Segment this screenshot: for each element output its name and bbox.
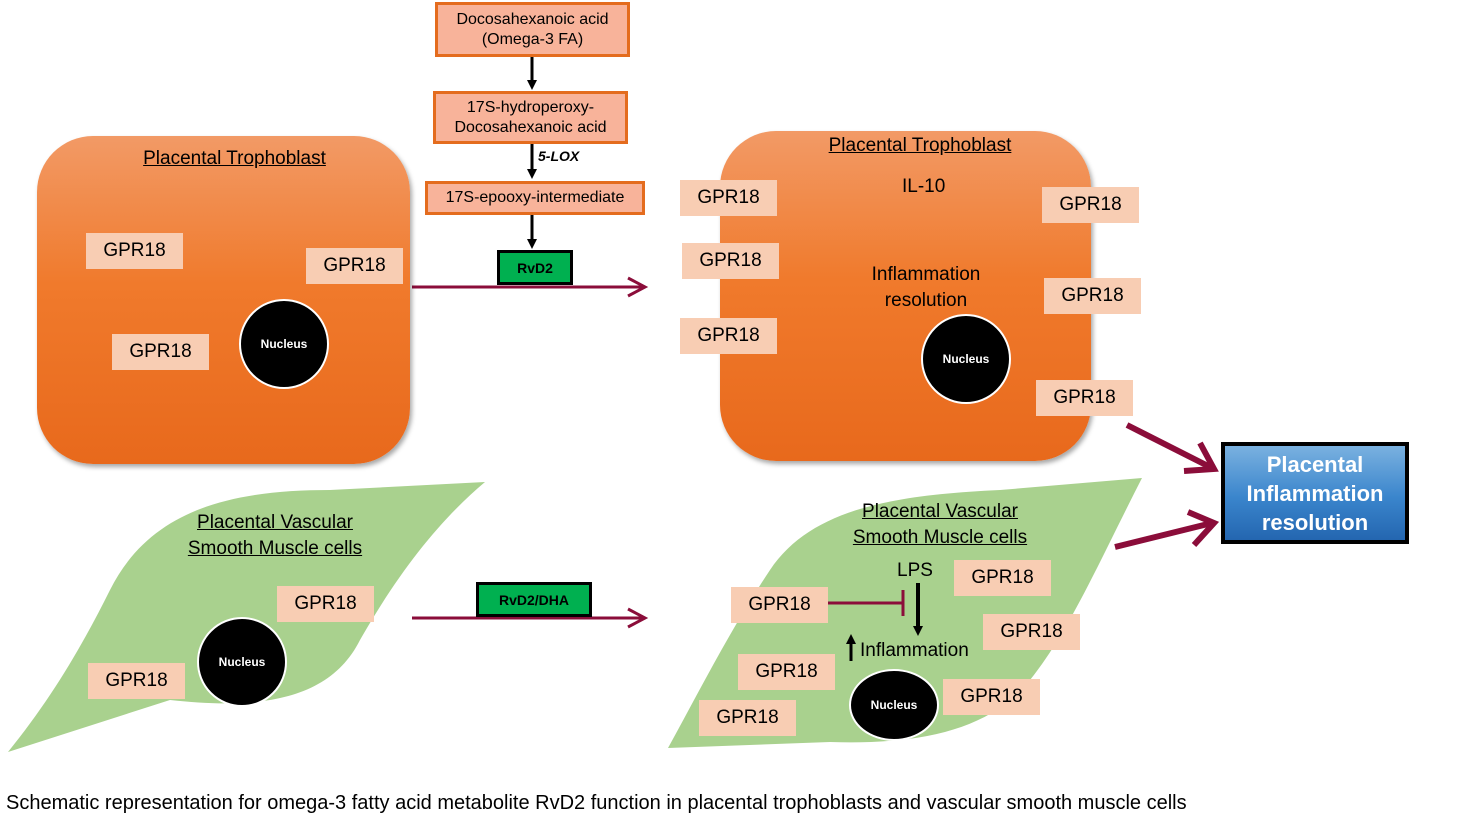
dha-box: Docosahexanoic acid (Omega-3 FA) [435,2,630,57]
gpr18-receptor: GPR18 [731,587,828,623]
rvd2-dha-tag: RvD2/DHA [476,582,592,617]
hydroperoxy-dha-box: 17S-hydroperoxy- Docosahexanoic acid [433,91,628,144]
gpr18-receptor: GPR18 [1044,278,1141,314]
nucleus: Nucleus [921,314,1011,404]
nucleus: Nucleus [197,617,287,707]
nucleus: Nucleus [849,669,939,741]
gpr18-receptor: GPR18 [680,180,777,216]
dha-line2: (Omega-3 FA) [481,30,584,48]
gpr18-receptor: GPR18 [277,586,374,622]
inflammation-label: Inflammation [860,640,969,661]
il10-label: IL-10 [902,176,946,197]
gpr18-receptor: GPR18 [112,334,209,370]
gpr18-receptor: GPR18 [983,614,1080,650]
gpr18-receptor: GPR18 [1042,187,1139,223]
outcome-line1: Placental [1266,451,1364,477]
outcome-line3: resolution [1261,509,1369,535]
gpr18-receptor: GPR18 [943,679,1040,715]
outcome-line2: Inflammation [1246,480,1384,506]
rvd2-tag: RvD2 [497,250,573,285]
figure-caption: Schematic representation for omega-3 fat… [6,792,1187,814]
enzyme-label: 5-LOX [538,148,580,164]
gpr18-receptor: GPR18 [88,663,185,699]
vsmc-right-title-line2: Smooth Muscle cells [852,527,1028,548]
outcome-box: Placental Inflammation resolution [1221,442,1409,544]
arrow-vsmc-to-outcome [1114,509,1220,550]
gpr18-receptor: GPR18 [306,248,403,284]
gpr18-receptor: GPR18 [682,243,779,279]
vsmc-left-title-line1: Placental Vascular [197,512,353,533]
arrow-troph-treatment [412,276,649,298]
dha-line1: Docosahexanoic acid [456,10,609,28]
hpdha-line2: Docosahexanoic acid [454,118,607,136]
trophoblast-right-cell [720,131,1091,461]
arrow-vsmc-treatment [412,607,649,629]
gpr18-receptor: GPR18 [954,560,1051,596]
nucleus: Nucleus [239,299,329,389]
inflammation-resolution-line2: resolution [884,290,968,311]
arrow-troph-to-outcome [1125,422,1219,474]
trophoblast-left-cell [37,136,410,464]
inflammation-resolution-line1: Inflammation [871,264,981,285]
gpr18-receptor: GPR18 [86,233,183,269]
vsmc-left-title-line2: Smooth Muscle cells [187,538,363,559]
gpr18-receptor: GPR18 [699,700,796,736]
vsmc-right-title-line1: Placental Vascular [862,501,1018,522]
gpr18-receptor: GPR18 [680,318,777,354]
epoxy-intermediate-box: 17S-epooxy-intermediate [425,181,645,215]
lps-label: LPS [897,560,933,581]
trophoblast-left-title: Placental Trophoblast [143,148,326,169]
gpr18-receptor: GPR18 [1036,380,1133,416]
trophoblast-right-title: Placental Trophoblast [828,135,1012,156]
epoxy-label: 17S-epooxy-intermediate [445,189,625,206]
inhibition-line [828,590,905,616]
hpdha-line1: 17S-hydroperoxy- [466,98,595,116]
gpr18-receptor: GPR18 [738,654,835,690]
